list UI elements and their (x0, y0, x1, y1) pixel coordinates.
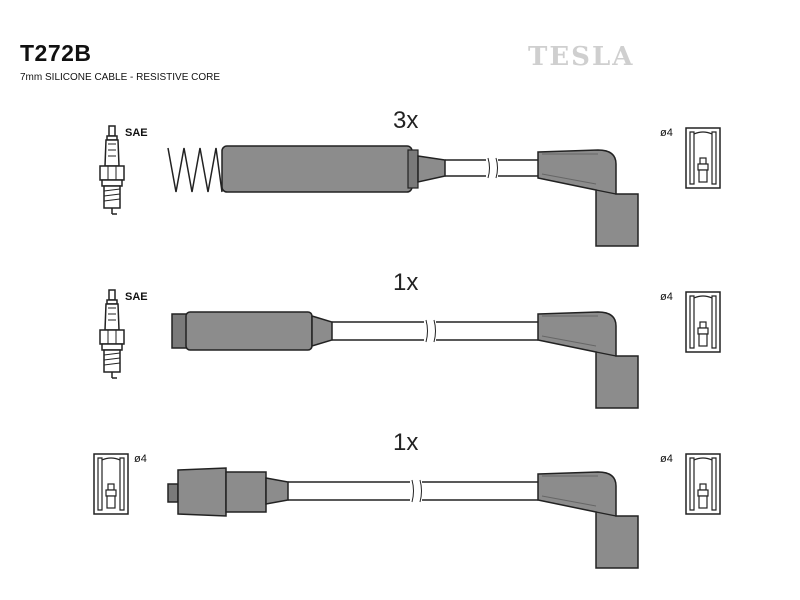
straight-boot (185, 311, 313, 351)
row-1-quantity: 3x (393, 107, 418, 134)
row-3-quantity: 1x (393, 429, 418, 456)
angled-boot (537, 471, 639, 569)
terminal-socket-icon (685, 453, 721, 515)
terminal-socket-icon (685, 127, 721, 189)
row-2-left-label: SAE (125, 291, 148, 303)
angled-boot (537, 311, 639, 409)
terminal-socket-icon (93, 453, 129, 515)
spark-plug-icon (99, 125, 125, 215)
row-1-right-label: ø4 (660, 127, 673, 139)
straight-boot (221, 145, 413, 193)
brand-logo: TESLA (528, 42, 635, 72)
lead-row-2: 1x SAE ø4 (99, 269, 721, 409)
straight-boot (177, 467, 227, 517)
terminal-socket-icon (685, 291, 721, 353)
row-2-quantity: 1x (393, 269, 418, 296)
spring-terminal-icon (167, 147, 223, 193)
cable-description: 7mm SILICONE CABLE - RESISTIVE CORE (20, 72, 221, 83)
spark-plug-icon (99, 289, 125, 379)
row-3-left-label: ø4 (134, 453, 147, 465)
row-1-left-label: SAE (125, 127, 148, 139)
part-code: T272B (20, 40, 92, 66)
row-3-right-label: ø4 (660, 453, 673, 465)
lead-row-3: 1x ø4 ø4 (93, 429, 721, 569)
angled-boot (537, 149, 639, 247)
lead-row-1: 3x SAE ø4 (99, 107, 721, 247)
row-2-right-label: ø4 (660, 291, 673, 303)
